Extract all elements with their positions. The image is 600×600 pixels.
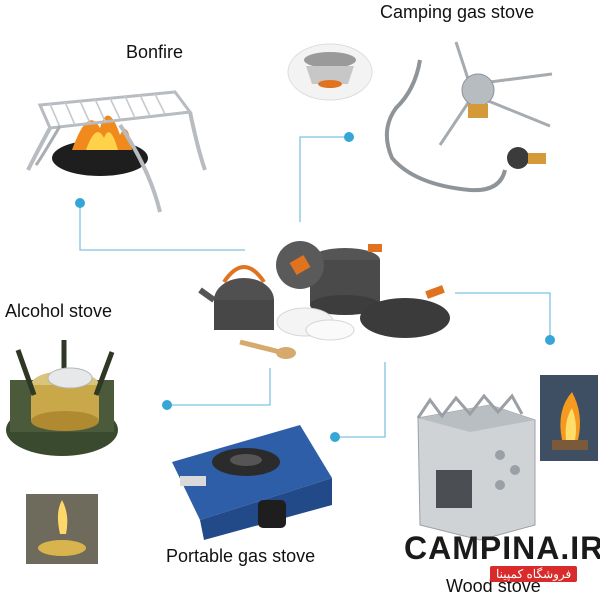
bonfire-label: Bonfire <box>126 42 184 62</box>
watermark-brand-left: CAM <box>404 530 480 566</box>
camping-gas-stove-label: Camping gas stove <box>380 2 535 22</box>
bonfire-grill-image <box>26 90 207 213</box>
connector-lines <box>79 136 551 438</box>
camping-gas-stove-image <box>287 41 553 193</box>
campina-watermark: CAMPINA.IR فروشگاه کمپینا <box>404 530 600 582</box>
alcohol-stove-image <box>6 340 118 456</box>
watermark-brand: CAMPINA.IR <box>404 530 600 567</box>
wood-stove-image <box>416 393 536 541</box>
cookware-set-image <box>198 241 450 359</box>
connector-portable <box>335 362 386 438</box>
connector-camping <box>299 136 349 222</box>
portable-gas-stove-image <box>172 425 332 540</box>
portable-gas-stove-label: Portable gas stove <box>166 546 316 566</box>
wood-fire-photo <box>540 375 598 461</box>
watermark-brand-right: PINA.IR <box>479 530 600 566</box>
alcohol-flame-photo <box>26 494 98 564</box>
connector-dots <box>75 132 555 442</box>
watermark-tagline: فروشگاه کمپینا <box>490 566 578 582</box>
alcohol-stove-label: Alcohol stove <box>5 301 113 321</box>
connector-alcohol <box>167 368 271 406</box>
connector-bonfire <box>79 205 245 251</box>
connector-wood <box>455 292 551 338</box>
